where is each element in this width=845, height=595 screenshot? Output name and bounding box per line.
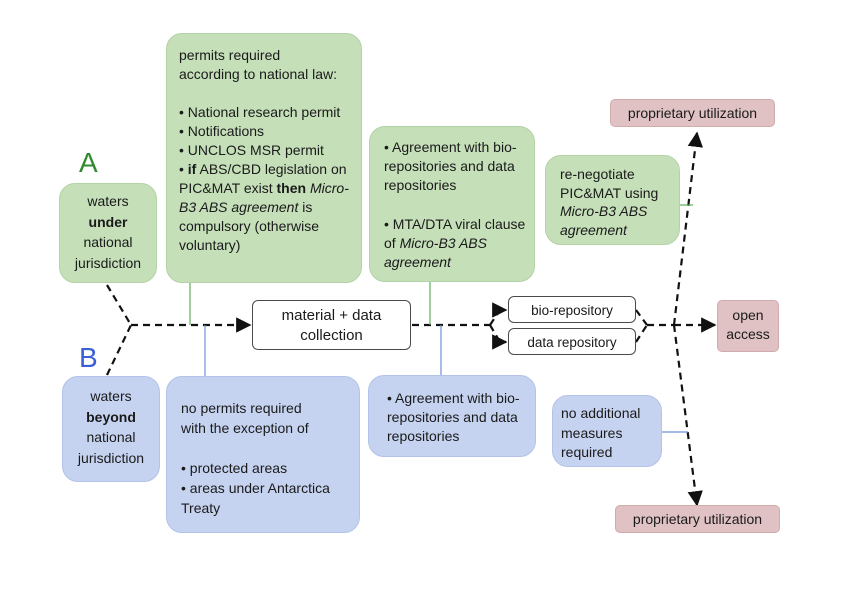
no-permits-list: • protected areas • areas under Antarcti…: [181, 458, 349, 518]
proprietary-utilization-bottom: proprietary utilization: [615, 505, 780, 533]
beyond-line2: beyond: [86, 408, 136, 425]
no-permits-line1: no permits required: [181, 400, 302, 416]
dash-from-data: [635, 324, 648, 343]
permits-line2: according to national law:: [179, 66, 337, 82]
prop-bottom-label: proprietary utilization: [632, 511, 763, 527]
data-repository-box: data repository: [508, 328, 636, 355]
agreement-green-item2: • MTA/DTA viral clause of Micro-B3 ABS a…: [384, 215, 526, 272]
label-a: A: [79, 147, 98, 178]
bio-repository-box: bio-repository: [508, 296, 636, 323]
agreement-blue-item1: • Agreement with bio-repositories and da…: [387, 390, 520, 444]
permits-tail: is compulsory (otherwise voluntary): [179, 199, 320, 253]
permits-if-text: ABS/CBD legislation on PIC&MAT exist: [179, 161, 347, 196]
prop-top-label: proprietary utilization: [627, 105, 758, 121]
material-data-collection-box: material + data collection: [252, 300, 411, 350]
dash-to-prop-bottom: [672, 324, 703, 507]
permits-list: • National research permit • Notificatio…: [179, 103, 351, 255]
permits-then-word: then: [276, 180, 307, 196]
permits-line1: permits required: [179, 47, 281, 63]
dash-to-prop-top: [672, 131, 703, 326]
bio-repository-label: bio-repository: [531, 303, 613, 318]
no-permits-line2: with the exception of: [181, 420, 309, 436]
dash-from-beyond: [106, 324, 132, 376]
dash-to-bio: [489, 302, 508, 326]
dash-from-under: [106, 284, 132, 326]
no-permits-item: • protected areas: [181, 460, 288, 476]
open-access-box: open access: [717, 300, 779, 352]
permits-if-word: if: [187, 161, 197, 177]
open-access-line1: open: [732, 307, 764, 323]
permits-if-prefix: •: [179, 161, 188, 177]
agreement-green-box: • Agreement with bio-repositories and da…: [369, 126, 535, 282]
permits-required-box: permits required according to national l…: [166, 33, 362, 283]
agreement-blue-box: • Agreement with bio-repositories and da…: [368, 375, 536, 457]
no-permits-box: no permits required with the exception o…: [166, 376, 360, 533]
renegotiate-italic: Micro-B3 ABS agreement: [560, 203, 648, 238]
under-line4: jurisdiction: [74, 254, 142, 271]
no-permits-item: • areas under Antarctica Treaty: [181, 480, 330, 516]
permits-item: • Notifications: [179, 123, 265, 139]
under-line3: national: [83, 234, 133, 250]
permits-agreement: Micro-B3 ABS agreement: [179, 180, 349, 215]
no-additional-measures-box: no additional measures required: [552, 395, 662, 467]
dash-to-data: [489, 324, 508, 350]
no-additional-text: no additional measures required: [561, 405, 641, 460]
agreement-green-item2-italic: Micro-B3 ABS agreement: [384, 235, 487, 270]
label-b: B: [79, 342, 98, 373]
collection-line1: material + data: [281, 307, 382, 324]
under-line2: under: [88, 213, 128, 230]
open-access-line2: access: [726, 326, 770, 342]
dash-from-bio: [635, 309, 648, 326]
permits-item: • National research permit: [179, 104, 341, 120]
data-repository-label: data repository: [527, 335, 617, 350]
permits-item: • UNCLOS MSR permit: [179, 142, 324, 158]
agreement-green-item2-prefix: • MTA/DTA viral clause of: [384, 216, 526, 251]
permits-item-conditional: • if ABS/CBD legislation on PIC&MAT exis…: [179, 160, 351, 255]
waters-beyond-box: waters beyond national jurisdiction: [62, 376, 160, 482]
beyond-line4: jurisdiction: [77, 449, 145, 466]
waters-under-box: waters under national jurisdiction: [59, 183, 157, 283]
agreement-green-item1: • Agreement with bio-repositories and da…: [384, 139, 517, 193]
beyond-line1: waters: [90, 388, 132, 404]
beyond-line3: national: [86, 429, 136, 445]
under-line1: waters: [87, 193, 129, 209]
collection-line2: collection: [300, 327, 363, 344]
renegotiate-box: re-negotiate PIC&MAT using Micro-B3 ABS …: [545, 155, 680, 245]
proprietary-utilization-top: proprietary utilization: [610, 99, 775, 127]
renegotiate-text: re-negotiate PIC&MAT using: [560, 166, 659, 201]
